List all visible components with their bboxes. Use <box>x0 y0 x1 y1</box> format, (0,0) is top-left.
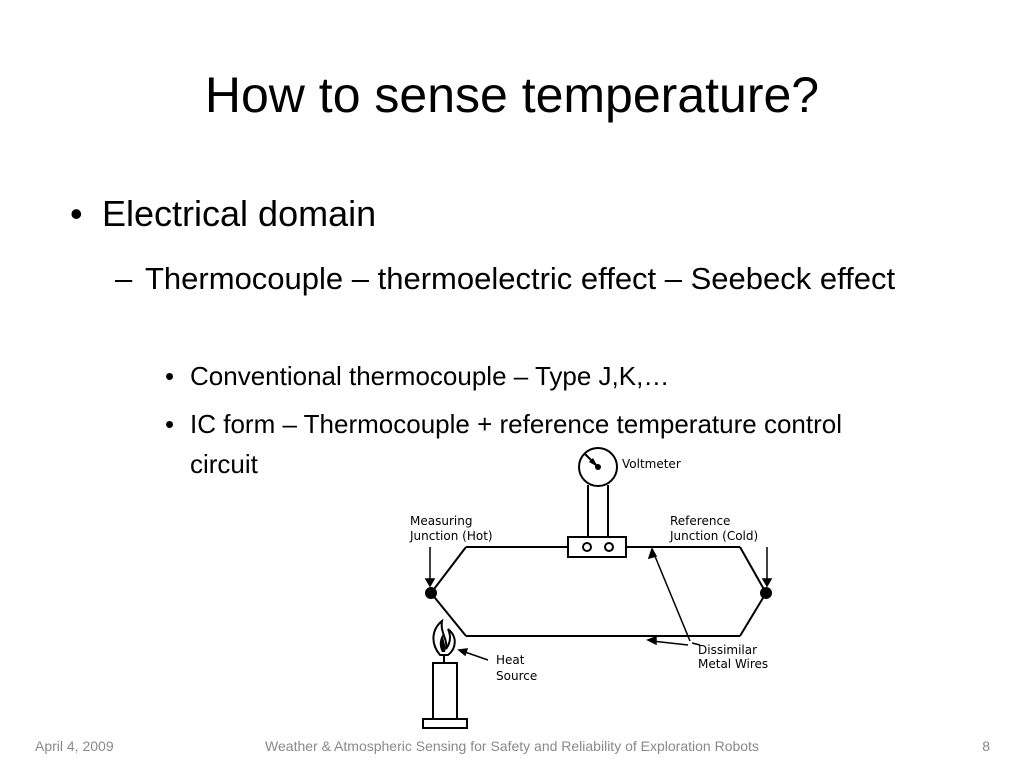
reference-junction-dot <box>760 587 772 599</box>
bullet-text: Electrical domain <box>102 193 377 234</box>
footer-title: Weather & Atmospheric Sensing for Safety… <box>265 738 759 754</box>
voltmeter <box>567 447 627 558</box>
bullet-marker: • <box>165 361 175 391</box>
bullet-text: Conventional thermocouple – Type J,K,… <box>190 361 670 391</box>
dash-marker: – <box>115 261 133 296</box>
bullet-level3: • Conventional thermocouple – Type J,K,… <box>165 356 895 396</box>
dissimilar-wires-label: Dissimilar Metal Wires <box>698 643 768 671</box>
footer-date: April 4, 2009 <box>35 738 114 754</box>
pointer-arrows <box>424 547 773 661</box>
bullet-level3: • IC form – Thermocouple + reference tem… <box>165 404 895 484</box>
bullet-text: Thermocouple – thermoelectric effect – S… <box>145 261 896 296</box>
voltmeter-label: Voltmeter <box>622 457 681 471</box>
circuit-wires <box>430 546 767 637</box>
page-number: 8 <box>982 738 990 754</box>
measuring-junction-dot <box>425 587 437 599</box>
candle-icon <box>422 618 468 729</box>
bullet-marker: • <box>165 409 175 439</box>
reference-junction-label: Reference Junction (Cold) <box>669 514 758 543</box>
bullet-text: IC form – Thermocouple + reference tempe… <box>190 409 842 479</box>
slide-title: How to sense temperature? <box>204 67 820 123</box>
thermocouple-diagram: Voltmeter Measuring Junction (Hot <box>409 447 773 729</box>
bullet-marker: • <box>70 193 83 234</box>
bullet-level2: – Thermocouple – thermoelectric effect –… <box>115 255 945 302</box>
heat-source-label: Heat Source <box>496 653 537 683</box>
measuring-junction-label: Measuring Junction (Hot) <box>409 514 493 543</box>
